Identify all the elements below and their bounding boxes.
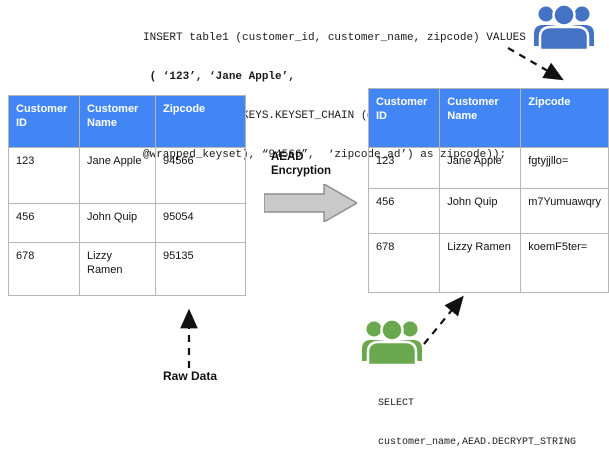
table-cell: 678 bbox=[8, 242, 80, 296]
column-header: Zipcode bbox=[155, 95, 246, 148]
users-group-icon-green bbox=[362, 318, 422, 365]
table-cell: Jane Apple bbox=[79, 147, 156, 204]
table-cell: 678 bbox=[367, 233, 441, 293]
table-cell: 94566 bbox=[155, 147, 246, 204]
select-sql-line: customer_name,AEAD.DECRYPT_STRING bbox=[378, 437, 577, 448]
table-cell: John Quip bbox=[439, 188, 522, 234]
table-cell: Lizzy Ramen bbox=[79, 242, 156, 296]
table-header-row: Customer ID Customer Name Zipcode bbox=[367, 88, 609, 148]
raw-data-label: Raw Data bbox=[162, 369, 218, 383]
table-row: 678 Lizzy Ramen koemF5ter= bbox=[367, 233, 609, 293]
table-header-row: Customer ID Customer Name Zipcode bbox=[8, 95, 246, 148]
table-row: 123 Jane Apple fgtyjjllo= bbox=[367, 147, 609, 189]
select-sql-code: SELECT customer_name,AEAD.DECRYPT_STRING… bbox=[378, 371, 576, 469]
table-row: 123 Jane Apple 94566 bbox=[8, 147, 246, 204]
column-header: Customer Name bbox=[79, 95, 156, 148]
table-cell: fgtyjjllo= bbox=[520, 147, 609, 189]
users-group-icon-blue bbox=[534, 3, 594, 50]
raw-data-table: Customer ID Customer Name Zipcode 123 Ja… bbox=[8, 95, 246, 296]
column-header: Zipcode bbox=[520, 88, 609, 148]
table-cell: 95054 bbox=[155, 203, 246, 243]
insert-sql-line: ( ‘123’, ‘Jane Apple’, bbox=[143, 71, 295, 83]
table-cell: 123 bbox=[367, 147, 441, 189]
column-header: Customer ID bbox=[8, 95, 80, 148]
table-row: 456 John Quip 95054 bbox=[8, 203, 246, 243]
table-cell: m7Yumuawqry bbox=[520, 188, 609, 234]
select-to-table-arrow bbox=[423, 295, 464, 345]
encrypted-data-table: Customer ID Customer Name Zipcode 123 Ja… bbox=[367, 88, 609, 293]
table-row: 456 John Quip m7Yumuawqry bbox=[367, 188, 609, 234]
table-cell: 123 bbox=[8, 147, 80, 204]
insert-sql-line: INSERT table1 (customer_id, customer_nam… bbox=[143, 32, 526, 44]
table-cell: koemF5ter= bbox=[520, 233, 609, 293]
table-cell: Jane Apple bbox=[439, 147, 522, 189]
table-cell: Lizzy Ramen bbox=[439, 233, 522, 293]
right-block-arrow-icon bbox=[264, 184, 357, 222]
table-cell: 95135 bbox=[155, 242, 246, 296]
select-sql-line: SELECT bbox=[378, 398, 415, 409]
table-row: 678 Lizzy Ramen 95135 bbox=[8, 242, 246, 296]
table-cell: 456 bbox=[367, 188, 441, 234]
aead-encryption-label: AEAD Encryption bbox=[271, 151, 332, 177]
table-cell: 456 bbox=[8, 203, 80, 243]
column-header: Customer Name bbox=[439, 88, 522, 148]
column-header: Customer ID bbox=[367, 88, 441, 148]
table-cell: John Quip bbox=[79, 203, 156, 243]
